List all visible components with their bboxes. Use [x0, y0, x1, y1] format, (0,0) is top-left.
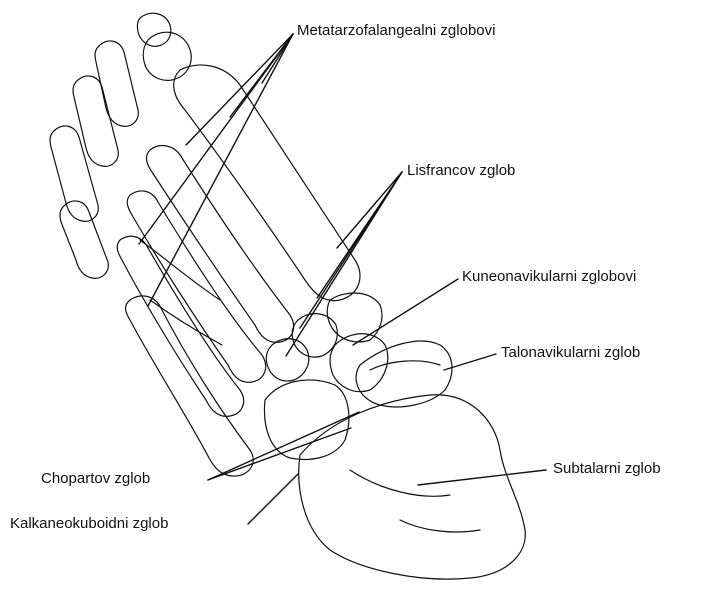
toe-3: [73, 76, 118, 166]
label-cuneonavicular: Kuneonavikularni zglobovi: [462, 268, 636, 286]
subtalar-leader: [418, 470, 546, 485]
label-chopart: Chopartov zglob: [41, 470, 150, 488]
toe-4: [50, 126, 98, 221]
cuneonavicular-leader: [353, 279, 458, 345]
calcaneus-bone: [299, 395, 526, 579]
label-metatarsophalangeal: Metatarzofalangealni zglobovi: [297, 22, 495, 40]
lisfranc-leaders: [286, 172, 402, 356]
hallux-phalanx-distal: [137, 13, 170, 46]
label-lisfranc: Lisfrancov zglob: [407, 162, 515, 180]
calcaneocuboid-leader: [248, 474, 298, 524]
hallux-phalanx-proximal: [143, 32, 191, 80]
toe-2: [95, 41, 138, 126]
label-talonavicular: Talonavikularni zglob: [501, 344, 640, 362]
metatarsal-5: [126, 296, 254, 476]
talus-bone: [356, 341, 452, 407]
metatarsal-3: [127, 191, 265, 382]
toe-5: [60, 201, 108, 278]
label-subtalar: Subtalarni zglob: [553, 460, 661, 478]
label-calcaneocuboid: Kalkaneokuboidni zglob: [10, 515, 168, 533]
cuneiform-3: [266, 339, 309, 381]
chopart-leaders: [208, 412, 359, 480]
metatarsal-1: [174, 65, 360, 301]
metatarsal-4: [117, 236, 243, 416]
